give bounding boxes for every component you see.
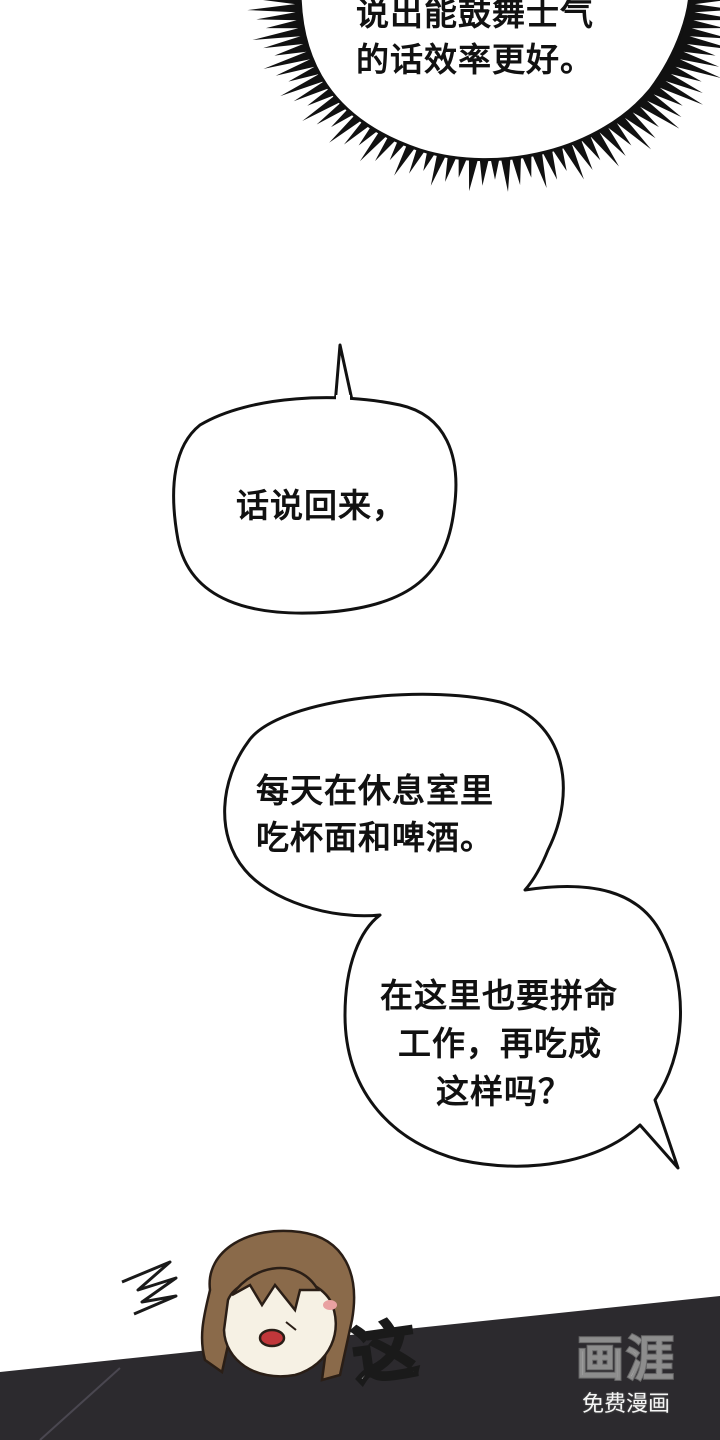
floor-strip bbox=[0, 1296, 720, 1440]
watermark: 画涯 免费漫画 bbox=[562, 1328, 690, 1420]
character-head bbox=[200, 1229, 356, 1382]
bubble-3-line-3: 这样吗？ bbox=[436, 1072, 572, 1111]
sfx-text: 这 bbox=[346, 1311, 423, 1396]
shout-burst bbox=[247, 0, 720, 192]
bubble-2-line-1: 每天在休息室里 bbox=[256, 771, 494, 810]
shake-lines bbox=[121, 1260, 178, 1316]
speech-bubble-2-3 bbox=[223, 692, 682, 1170]
bubble-3-line-2: 工作，再吃成 bbox=[398, 1024, 602, 1063]
burst-line-2: 的话效率更好。 bbox=[356, 40, 594, 79]
watermark-logo: 画涯 bbox=[575, 1330, 676, 1388]
watermark-subtitle: 免费漫画 bbox=[581, 1392, 670, 1417]
bubble-1-text: 话说回来， bbox=[236, 486, 406, 525]
burst-line-1: 说出能鼓舞士气 bbox=[356, 0, 594, 33]
bubble-3-line-1: 在这里也要拼命 bbox=[380, 976, 618, 1015]
bubble-2-line-2: 吃杯面和啤酒。 bbox=[256, 818, 494, 857]
speech-bubble-1 bbox=[172, 343, 458, 615]
